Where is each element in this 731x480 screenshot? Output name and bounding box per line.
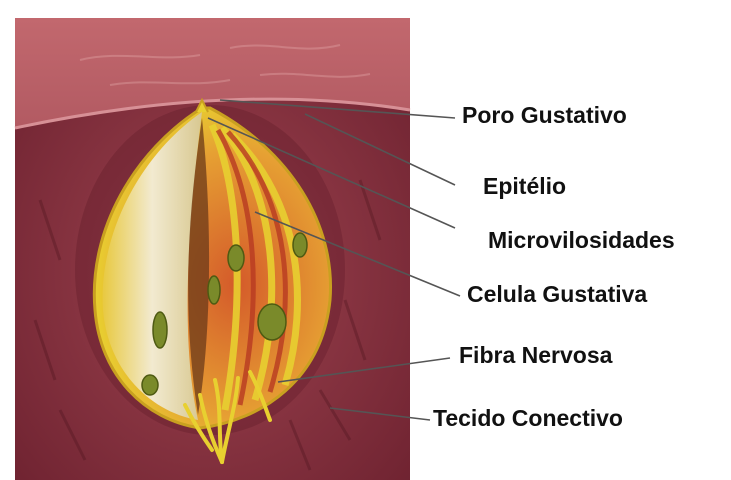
label-fibra-nervosa: Fibra Nervosa [459, 344, 612, 367]
label-celula-gustativa: Celula Gustativa [467, 283, 647, 306]
label-tecido-conectivo: Tecido Conectivo [433, 407, 623, 430]
label-epitelio: Epitélio [483, 175, 566, 198]
label-microvilosidades: Microvilosidades [488, 229, 675, 252]
label-poro-gustativo: Poro Gustativo [462, 104, 627, 127]
